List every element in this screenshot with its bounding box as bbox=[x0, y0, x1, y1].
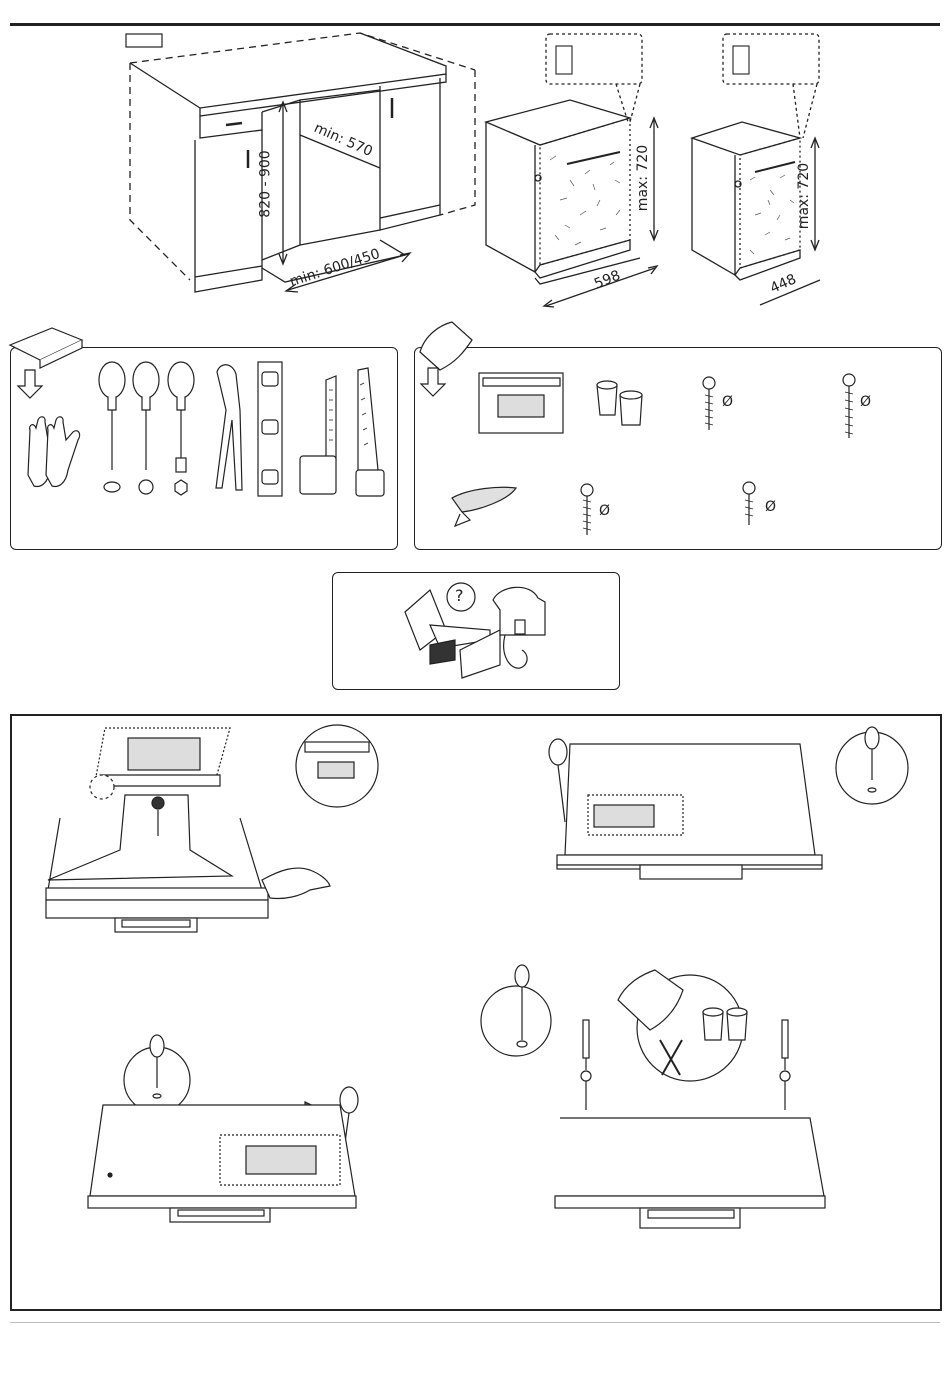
eye-icon bbox=[152, 797, 164, 809]
bottom-rule bbox=[10, 1322, 940, 1323]
hand-icon bbox=[262, 868, 330, 898]
